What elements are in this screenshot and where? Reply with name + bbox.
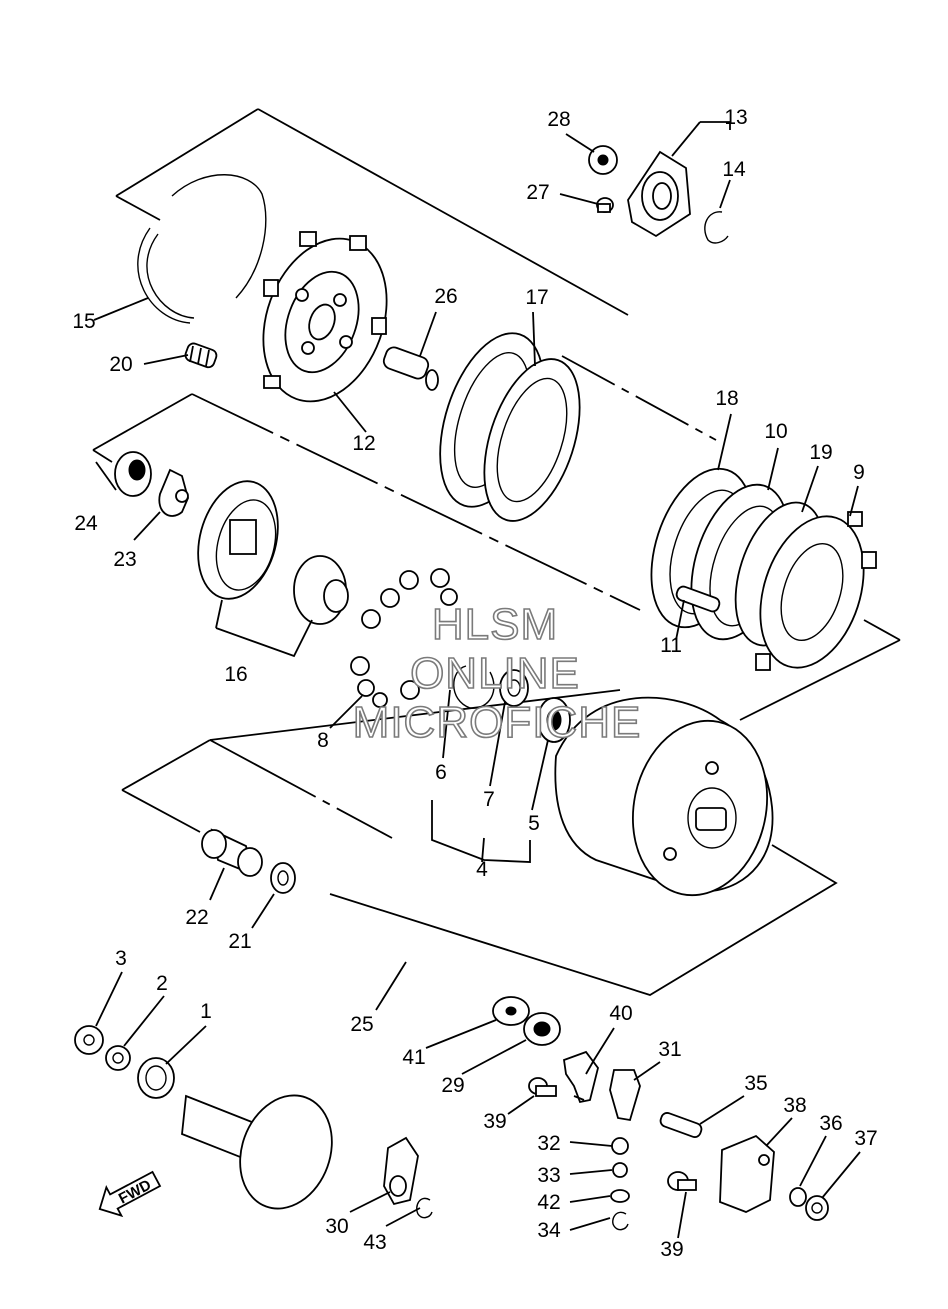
part-11-spring — [675, 585, 721, 613]
part-25-push-rod — [307, 890, 489, 997]
part-number-label: 21 — [228, 930, 251, 953]
part-number-label: 27 — [526, 181, 549, 204]
part-40-plate — [563, 1050, 599, 1104]
part-42-washer — [610, 1189, 630, 1203]
watermark-line-1: HLSM — [432, 600, 558, 649]
part-39-bolt-a — [528, 1077, 557, 1097]
part-number-label: 23 — [113, 548, 136, 571]
part-38-holder — [719, 1134, 775, 1213]
part-22-bushing — [201, 828, 263, 877]
part-number-label: 38 — [783, 1094, 806, 1117]
part-5-bearing — [537, 697, 571, 743]
part-34-clip — [612, 1211, 629, 1231]
part-4-clutch-housing — [554, 696, 774, 897]
part-number-label: 20 — [109, 353, 132, 376]
part-27-screw — [596, 197, 614, 213]
part-number-label: 11 — [660, 634, 682, 657]
part-2-washer — [105, 1045, 131, 1071]
part-number-label: 41 — [402, 1046, 425, 1069]
part-12-pressure-plate — [262, 231, 388, 403]
part-number-label: 10 — [764, 420, 787, 443]
part-number-label: 42 — [537, 1191, 560, 1214]
part-20-spring — [184, 342, 218, 369]
part-21-washer — [270, 862, 296, 894]
part-number-label: 4 — [476, 858, 488, 881]
leader-lines — [93, 121, 861, 1239]
watermark-line-2: ONLINE — [410, 649, 580, 698]
part-number-label: 9 — [853, 461, 865, 484]
part-number-label: 24 — [74, 512, 98, 535]
part-1-bearing — [137, 1057, 175, 1099]
part-41-washer — [492, 996, 530, 1026]
watermark: HLSM ONLINE MICROFICHE — [352, 599, 642, 748]
part-number-label: 37 — [854, 1127, 877, 1150]
part-number-label: 5 — [528, 812, 540, 835]
watermark-line-3: MICROFICHE — [353, 698, 642, 747]
part-32-bush — [611, 1137, 629, 1155]
part-number-label: 35 — [744, 1072, 767, 1095]
part-43-clip — [416, 1197, 433, 1219]
part-30-lever — [383, 1136, 419, 1206]
part-number-label: 15 — [72, 310, 95, 333]
part-number-label: 6 — [435, 761, 447, 784]
part-number-label: 30 — [325, 1215, 348, 1238]
part-number-label: 32 — [537, 1132, 560, 1155]
part-number-label: 22 — [185, 906, 208, 929]
part-3-nut — [74, 1025, 104, 1055]
part-number-label: 25 — [350, 1013, 373, 1036]
part-37-nut — [805, 1195, 829, 1221]
part-17-friction-plates — [439, 332, 581, 522]
part-6-circlip — [453, 665, 495, 709]
part-number-label: 17 — [525, 286, 548, 309]
part-16-driven-gear — [197, 480, 349, 625]
forward-arrow-icon: FWD — [98, 1170, 162, 1218]
part-number-labels: 1234567891011121314151617181920212223242… — [72, 106, 877, 1261]
part-8-balls — [350, 568, 458, 708]
part-number-label: 2 — [156, 972, 168, 995]
part-number-label: 31 — [658, 1038, 681, 1061]
part-number-label: 40 — [609, 1002, 632, 1025]
part-number-label: 16 — [224, 663, 247, 686]
part-number-label: 39 — [483, 1110, 506, 1133]
part-26-push-rod — [382, 346, 439, 391]
part-28-bearing — [588, 145, 618, 175]
part-36-washer — [789, 1187, 807, 1207]
part-number-label: 19 — [809, 441, 832, 464]
part-31-lever — [609, 1069, 641, 1122]
primary-shaft — [181, 1094, 333, 1210]
part-39-bolt-b — [667, 1171, 697, 1191]
part-number-label: 33 — [537, 1164, 560, 1187]
part-29-oil-seal — [523, 1012, 561, 1046]
part-number-label: 26 — [434, 285, 457, 308]
part-number-label: 28 — [547, 108, 570, 131]
part-number-label: 14 — [722, 158, 746, 181]
part-number-label: 43 — [363, 1231, 386, 1254]
part-number-label: 29 — [441, 1074, 464, 1097]
part-number-label: 3 — [115, 947, 127, 970]
part-number-label: 1 — [200, 1000, 212, 1023]
part-15-circlip-ring — [137, 174, 267, 324]
part-14-clip — [704, 211, 729, 244]
part-7-washer — [499, 669, 529, 707]
part-35-bolt — [659, 1112, 703, 1138]
part-9-clutch-boss — [755, 511, 877, 671]
group-outlines — [92, 108, 901, 996]
part-number-label: 36 — [819, 1112, 842, 1135]
part-number-label: 12 — [352, 432, 375, 455]
part-23-lock-washer — [158, 468, 189, 517]
part-13-retainer — [627, 150, 691, 238]
part-number-label: 7 — [483, 788, 495, 811]
part-number-label: 34 — [537, 1219, 561, 1242]
part-number-label: 18 — [715, 387, 738, 410]
part-number-label: 39 — [660, 1238, 683, 1261]
part-number-label: 13 — [724, 106, 747, 129]
part-33-collar — [612, 1162, 628, 1178]
part-number-label: 8 — [317, 729, 329, 752]
part-24-washer — [114, 451, 152, 497]
